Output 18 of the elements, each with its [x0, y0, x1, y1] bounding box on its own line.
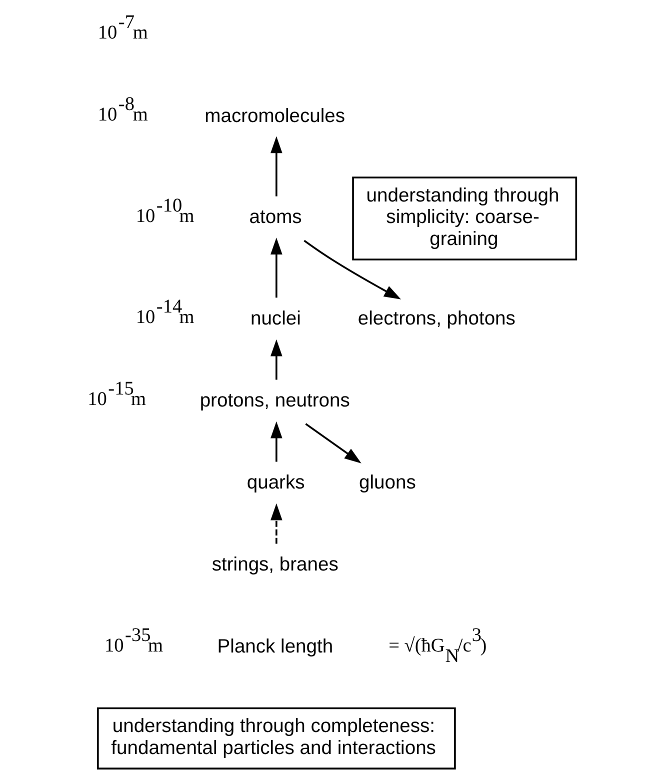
node-text: macromolecules — [204, 106, 345, 127]
arrow — [270, 136, 282, 196]
node-box: understanding through simplicity: coarse-graining — [352, 176, 577, 260]
arrow — [270, 503, 282, 544]
node-text: gluons — [358, 472, 416, 494]
arrow — [303, 240, 401, 300]
node-text: strings, branes — [211, 554, 338, 576]
arrow — [270, 421, 282, 462]
node-text: nuclei — [250, 308, 300, 330]
node-text: electrons, photons — [357, 308, 515, 330]
node-text: atoms — [248, 207, 302, 228]
node-text: Planck length — [216, 636, 333, 658]
node-text: quarks — [246, 472, 304, 494]
arrow — [270, 339, 282, 380]
arrow — [304, 423, 361, 464]
node-box: understanding through completeness: fundamental particles and interactions — [96, 707, 456, 770]
node-text: protons, neutrons — [199, 390, 350, 412]
arrow — [270, 238, 282, 298]
